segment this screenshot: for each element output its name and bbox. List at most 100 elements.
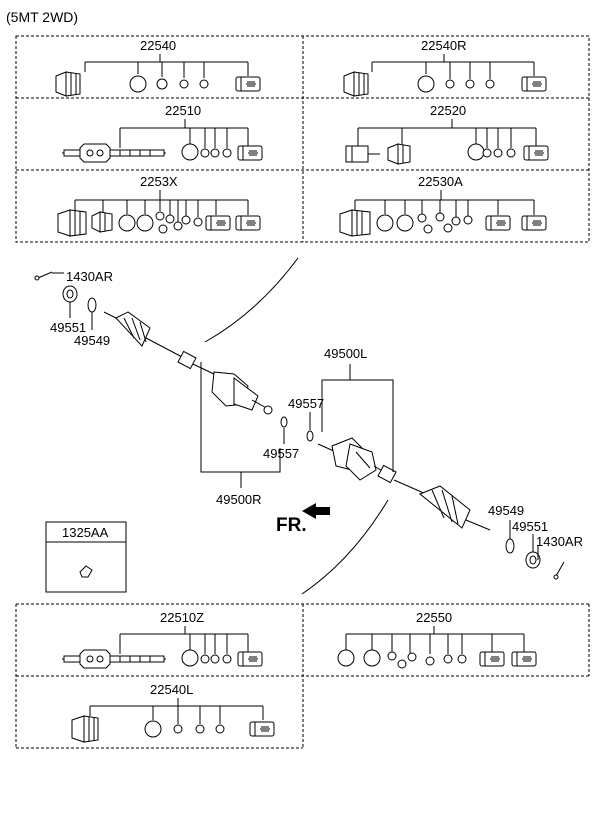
svg-text:22510Z: 22510Z — [160, 610, 204, 625]
ring-icon — [506, 148, 516, 158]
ring-icon — [397, 659, 407, 669]
circlip-icon — [280, 416, 288, 428]
hub-nut-icon — [62, 285, 78, 303]
callout-1430ar-top: 1430AR — [66, 269, 113, 284]
ring-icon — [200, 148, 210, 158]
ring-icon — [199, 79, 209, 89]
callout-49557-upper: 49557 — [288, 396, 324, 411]
fr-label: FR. — [276, 515, 307, 536]
callout-49500l: 49500L — [324, 346, 367, 361]
svg-text:1325AA: 1325AA — [62, 525, 109, 540]
ring-icon — [482, 148, 492, 158]
washer-icon — [505, 538, 515, 554]
outer-cv-shaft-icon — [62, 649, 166, 669]
kit-22510z[interactable]: 22510Z — [62, 610, 263, 669]
damper-icon — [377, 464, 397, 484]
hub-nut-icon — [525, 551, 541, 569]
svg-text:22550: 22550 — [416, 610, 452, 625]
svg-text:22510: 22510 — [165, 103, 201, 118]
tripod-joint-icon — [345, 145, 380, 163]
ring-icon — [417, 213, 427, 223]
kit-22540[interactable]: 22540 — [55, 38, 261, 97]
clamp-large-icon — [144, 720, 162, 738]
outer-cv-shaft-icon — [62, 143, 166, 163]
callout-49557-lower: 49557 — [263, 446, 299, 461]
kit-22550[interactable]: 22550 — [337, 610, 537, 669]
ring-icon — [387, 651, 397, 661]
clamp-large-icon — [181, 649, 199, 667]
ring-icon — [465, 79, 475, 89]
ring-icon — [463, 215, 473, 225]
grease-tube-icon — [249, 721, 275, 737]
ring-icon — [451, 216, 461, 226]
kit-22540l[interactable]: 22540L — [71, 682, 275, 743]
drive-shaft-right[interactable] — [103, 311, 273, 415]
boot-icon — [343, 71, 369, 97]
boot-icon — [71, 715, 99, 743]
boot-icon — [387, 143, 411, 165]
ring-icon — [210, 654, 220, 664]
ring-icon — [195, 724, 205, 734]
callout-49500r: 49500R — [216, 492, 262, 507]
inner-cv-joint-icon — [317, 437, 377, 481]
kit-2253x[interactable]: 2253X — [57, 174, 261, 237]
ring-icon — [200, 654, 210, 664]
boot-icon — [91, 211, 113, 233]
ring-icon — [179, 79, 189, 89]
kit-22520[interactable]: 22520 — [345, 103, 549, 165]
ring-icon — [423, 224, 433, 234]
svg-text:22520: 22520 — [430, 103, 466, 118]
ring-icon — [165, 214, 175, 224]
svg-text:22540L: 22540L — [150, 682, 193, 697]
ring-icon — [443, 654, 453, 664]
ring-icon — [158, 224, 168, 234]
grease-tube-icon — [235, 76, 261, 92]
kit-22530a[interactable]: 22530A — [339, 174, 547, 237]
svg-text:2253X: 2253X — [140, 174, 178, 189]
circlip-icon — [306, 430, 314, 442]
leader-49500l — [321, 379, 394, 472]
svg-text:22540R: 22540R — [421, 38, 467, 53]
grease-tube-icon — [521, 215, 547, 231]
kit-22510[interactable]: 22510 — [62, 103, 263, 163]
ring-icon — [173, 724, 183, 734]
grease-tube-icon — [205, 215, 231, 231]
grease-tube-icon — [479, 651, 505, 667]
sweep-arc-upper — [204, 257, 299, 343]
ring-icon — [445, 79, 455, 89]
inner-cv-joint-icon — [211, 371, 273, 415]
ring-icon — [181, 215, 191, 225]
grease-tube-icon — [237, 651, 263, 667]
ring-icon — [210, 148, 220, 158]
svg-text:22530A: 22530A — [418, 174, 463, 189]
ring-icon — [457, 654, 467, 664]
clamp-large-icon — [363, 649, 381, 667]
clamp-large-icon — [181, 143, 199, 161]
clamp-large-icon — [337, 649, 355, 667]
callout-49551-top: 49551 — [50, 320, 86, 335]
grease-tube-icon — [235, 215, 261, 231]
ring-icon — [222, 654, 232, 664]
bottom-kit-grid — [15, 603, 590, 749]
boot-icon — [57, 209, 87, 237]
clamp-icon — [156, 78, 168, 90]
grease-tube-icon — [237, 145, 263, 161]
top-kit-grid — [15, 35, 590, 243]
grease-tube-icon — [523, 145, 549, 161]
ring-icon — [435, 212, 445, 222]
clamp-large-icon — [396, 214, 414, 232]
grease-tube-icon — [511, 651, 537, 667]
drive-shaft-left[interactable] — [317, 437, 491, 531]
outer-cv-boot-icon — [419, 485, 471, 529]
ring-icon — [173, 221, 183, 231]
ring-icon — [155, 211, 165, 221]
damper-icon — [177, 350, 197, 370]
callout-49551-bottom: 49551 — [512, 519, 548, 534]
clamp-large-icon — [118, 214, 136, 232]
ring-icon — [215, 724, 225, 734]
ring-icon — [493, 148, 503, 158]
part-box-1325aa[interactable]: 1325AA — [45, 521, 127, 593]
kit-22540r[interactable]: 22540R — [343, 38, 547, 97]
ring-icon — [222, 148, 232, 158]
